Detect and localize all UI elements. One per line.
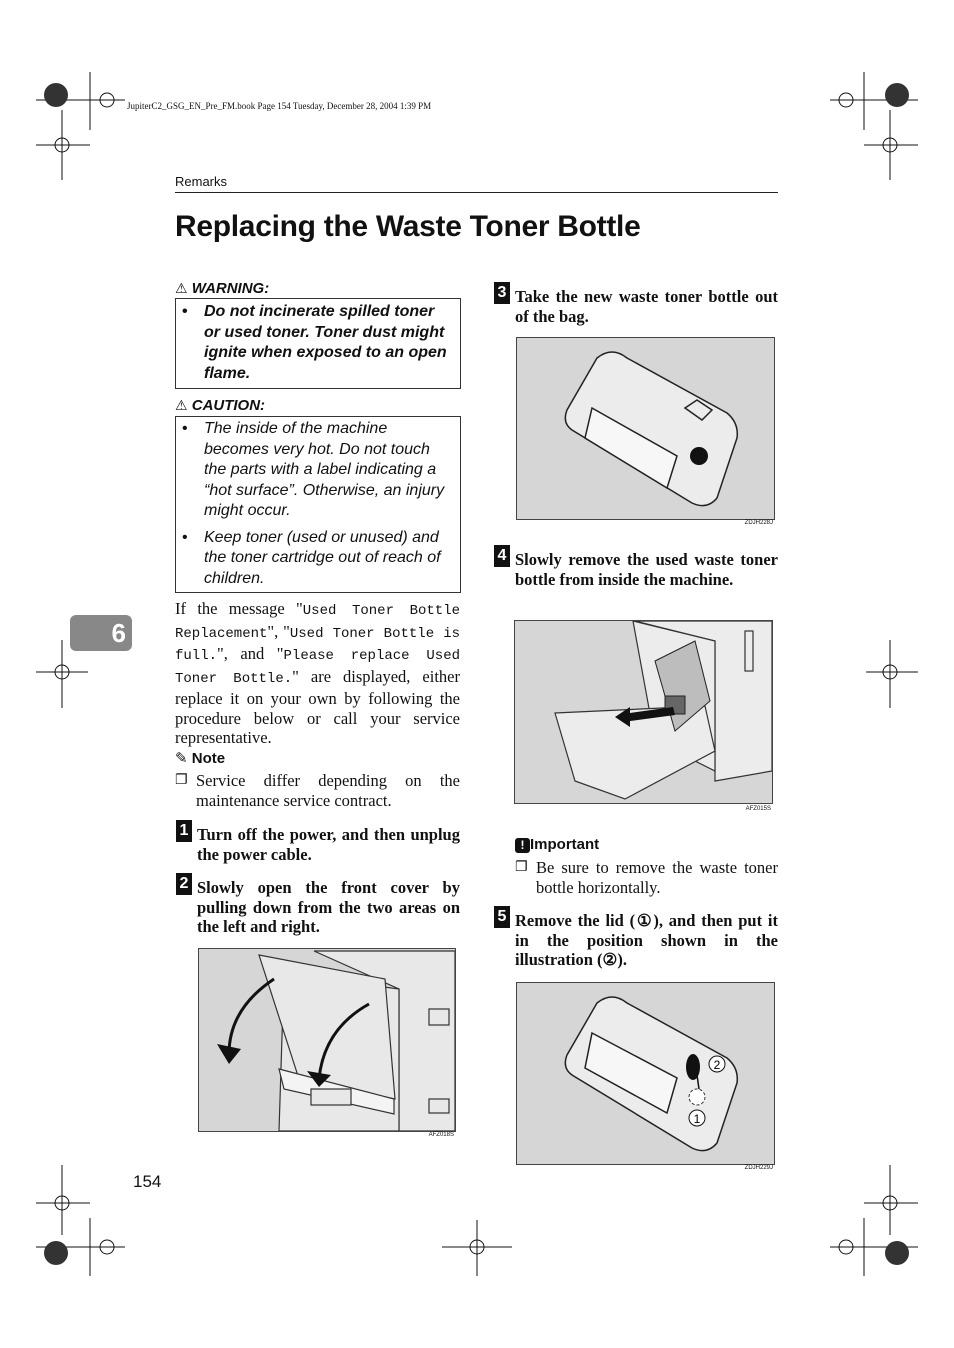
caution-item: •The inside of the machine becomes very …: [182, 420, 445, 519]
important-item: ❐ Be sure to remove the waste toner bott…: [515, 858, 778, 897]
page-number: 154: [133, 1172, 162, 1191]
caution-header: ⚠ CAUTION:: [175, 397, 265, 414]
header-rule: [175, 192, 778, 193]
step-number: 5: [494, 906, 510, 928]
section-header: Remarks: [175, 174, 228, 189]
warning-triangle-icon: ⚠: [175, 398, 188, 414]
figure-remove-bottle: [514, 620, 773, 804]
important-icon: !: [515, 838, 530, 853]
warning-box: •Do not incinerate spilled toner or used…: [175, 298, 461, 389]
figure-code: AFZ015S: [745, 806, 771, 812]
intro-paragraph: If the message "Used Toner Bottle Replac…: [175, 599, 460, 747]
callout-label-2: 2: [714, 1058, 721, 1072]
caution-label: CAUTION:: [191, 397, 266, 414]
warning-header: ⚠ WARNING:: [175, 280, 269, 297]
step-1: 1 Turn off the power, and then unplug th…: [175, 820, 460, 864]
step-4: 4 Slowly remove the used waste toner bot…: [493, 545, 778, 589]
page-title: Replacing the Waste Toner Bottle: [175, 210, 641, 243]
step-number: 1: [176, 820, 192, 842]
chapter-tab: 6: [70, 615, 132, 651]
step-3: 3 Take the new waste toner bottle out of…: [493, 282, 778, 326]
step-text: Slowly remove the used waste toner bottl…: [515, 550, 778, 589]
callout-label-1: 1: [694, 1112, 701, 1126]
step-text: Turn off the power, and then unplug the …: [197, 825, 460, 864]
lid-illustration: 2 1: [564, 996, 739, 1152]
step-number: 3: [494, 282, 510, 304]
checkbox-icon: ❐: [515, 859, 528, 875]
toner-bottle-illustration: [564, 351, 739, 507]
step-text: Remove the lid (①), and then put it in t…: [515, 911, 778, 969]
figure-code: ZDJH228J: [744, 520, 773, 526]
step-5: 5 Remove the lid (①), and then put it in…: [493, 906, 778, 970]
note-item: ❐ Service differ depending on the mainte…: [175, 771, 460, 810]
remove-bottle-illustration: [554, 621, 772, 800]
note-header: ✎ Note: [175, 749, 226, 767]
figure-new-bottle: [516, 337, 775, 520]
figure-code: ZDJH229J: [744, 1165, 773, 1171]
step-text: Slowly open the front cover by pulling d…: [197, 878, 460, 936]
step-text: Take the new waste toner bottle out of t…: [515, 287, 778, 326]
front-cover-illustration: [217, 950, 455, 1131]
step-number: 2: [176, 873, 192, 895]
warning-triangle-icon: ⚠: [175, 281, 188, 297]
caution-box: •The inside of the machine becomes very …: [175, 416, 461, 593]
figure-code: AFZ018S: [428, 1132, 454, 1138]
caution-item: •Keep toner (used or unused) and the ton…: [182, 528, 441, 587]
warning-item: •Do not incinerate spilled toner or used…: [182, 303, 447, 382]
important-header: !Important: [515, 836, 599, 853]
figure-lid: 2 1: [516, 982, 775, 1165]
file-meta-line: JupiterC2_GSG_EN_Pre_FM.book Page 154 Tu…: [127, 101, 432, 111]
step-2: 2 Slowly open the front cover by pulling…: [175, 873, 460, 937]
figure-front-cover: [198, 948, 456, 1132]
warning-label: WARNING:: [191, 280, 270, 297]
step-number: 4: [494, 545, 510, 567]
pencil-note-icon: ✎: [175, 749, 188, 767]
checkbox-icon: ❐: [175, 772, 188, 788]
